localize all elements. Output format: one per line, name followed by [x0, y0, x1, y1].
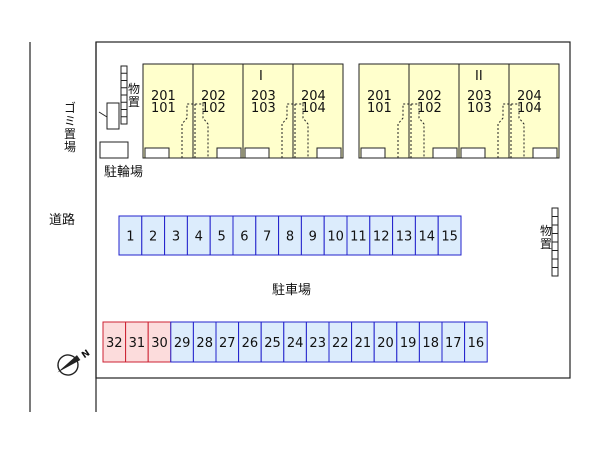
bike-parking-label: 駐輪場	[104, 164, 143, 180]
parking-space-number: 14	[419, 230, 436, 245]
compass-needle-icon	[57, 355, 81, 373]
unit-entrance	[216, 147, 242, 159]
stair-outline	[497, 103, 525, 158]
parking-space-number: 20	[377, 336, 394, 351]
parking-space-number: 13	[396, 230, 413, 245]
stair-outline	[397, 103, 425, 158]
compass: N	[57, 348, 92, 376]
garbage-area: ゴミ置場	[64, 100, 120, 154]
parking-space-number: 12	[373, 230, 390, 245]
garbage-box	[106, 102, 120, 130]
unit-label-upper: 204	[301, 89, 326, 104]
parking-space	[437, 215, 462, 256]
parking-space-number: 17	[445, 336, 462, 351]
unit-label-upper: 202	[417, 89, 442, 104]
parking-space	[464, 321, 488, 363]
parking-space-number: 24	[287, 336, 304, 351]
parking-space-number: 15	[441, 230, 458, 245]
parking-space-number: 4	[195, 230, 203, 245]
parking-space-number: 28	[196, 336, 213, 351]
unit-entrance	[532, 147, 558, 159]
unit-label-upper: 203	[467, 89, 492, 104]
stair-outline	[181, 103, 209, 158]
parking-space-number: 7	[263, 230, 271, 245]
unit-label-lower: 104	[517, 101, 542, 116]
compass-north-label: N	[80, 348, 92, 361]
unit-label-upper: 201	[367, 89, 392, 104]
storage-right-label: 物置	[540, 224, 552, 251]
road-label: 道路	[49, 212, 75, 228]
unit-entrance	[144, 147, 170, 159]
unit-label-lower: 103	[251, 101, 276, 116]
parking-space-number: 18	[422, 336, 439, 351]
unit-entrance	[244, 147, 270, 159]
parking-space-number: 32	[106, 336, 123, 351]
parking-space-number: 2	[149, 230, 157, 245]
unit-label-upper: 202	[201, 89, 226, 104]
parking-space-number: 31	[129, 336, 146, 351]
parking-row-bottom: 32 31 30 29 28 27 26 25 24 23 22 21 20 19 18 17 16	[102, 321, 488, 363]
unit-label-lower: 101	[151, 101, 176, 116]
garbage-label: ゴミ置場	[64, 100, 76, 154]
unit-entrance	[432, 147, 458, 159]
storage-top: 物置	[120, 65, 140, 125]
unit-label-lower: 101	[367, 101, 392, 116]
parking-space-number: 30	[151, 336, 168, 351]
unit-label-upper: 204	[517, 89, 542, 104]
building-name: I	[259, 69, 263, 84]
parking-space-number: 25	[264, 336, 281, 351]
parking-space-number: 6	[240, 230, 248, 245]
parking-space-number: 23	[309, 336, 326, 351]
parking-space-number: 3	[172, 230, 180, 245]
unit-label-lower: 104	[301, 101, 326, 116]
property-boundary	[95, 41, 571, 379]
unit-entrance	[316, 147, 342, 159]
parking-space-number: 19	[400, 336, 417, 351]
parking-space-number: 11	[350, 230, 367, 245]
parking-space-number: 22	[332, 336, 349, 351]
unit-entrance	[460, 147, 486, 159]
parking-space-number: 27	[219, 336, 236, 351]
parking-space-number: 1	[126, 230, 134, 245]
parking-space-number: 5	[217, 230, 225, 245]
unit-label-upper: 201	[151, 89, 176, 104]
parking-space-number: 29	[174, 336, 191, 351]
parking-space-number: 21	[355, 336, 372, 351]
unit-entrance	[360, 147, 386, 159]
unit-label-lower: 102	[417, 101, 442, 116]
storage-top-label: 物置	[128, 82, 140, 109]
parking-space-number: 9	[309, 230, 317, 245]
parking-space-number: 16	[468, 336, 485, 351]
unit-label-lower: 103	[467, 101, 492, 116]
parking-space-number: 26	[242, 336, 259, 351]
parking-label: 駐車場	[272, 283, 311, 298]
unit-label-lower: 102	[201, 101, 226, 116]
parking-space-number: 8	[286, 230, 294, 245]
parking-space-number: 10	[327, 230, 344, 245]
garbage-leader	[98, 111, 108, 118]
bike-parking-box	[99, 141, 129, 159]
storage-right: 物置	[540, 207, 559, 277]
stair-outline	[281, 103, 309, 158]
unit-label-upper: 203	[251, 89, 276, 104]
bike-parking: 駐輪場	[99, 141, 143, 180]
building-name: II	[475, 69, 483, 84]
